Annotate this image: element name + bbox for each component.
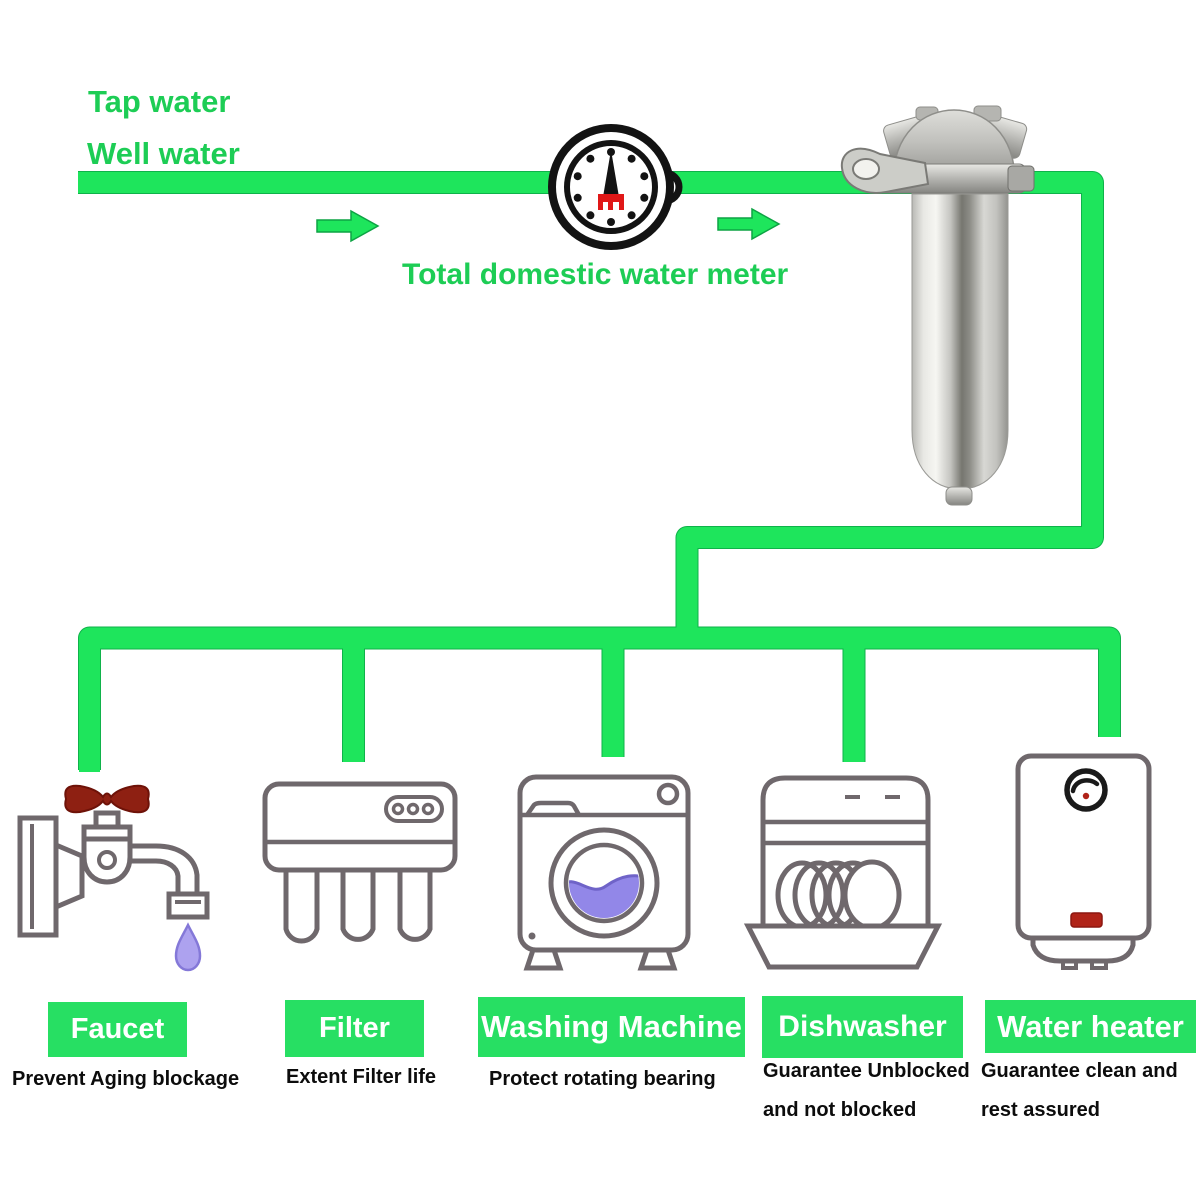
label-button-dishwasher: Dishwasher — [762, 996, 963, 1058]
water-purifier-icon — [262, 781, 458, 944]
meter-needle — [603, 150, 619, 197]
washer-detergent-drawer — [525, 800, 581, 817]
faucet-wall-plate — [17, 815, 59, 938]
label-button-filter: Filter — [285, 1000, 424, 1057]
purifier-led-3 — [421, 802, 435, 816]
label-button-washing-machine: Washing Machine — [478, 997, 745, 1057]
faucet-handle — [64, 784, 150, 814]
pipe-manifold-outline — [78, 626, 1121, 770]
dishwasher-icon — [743, 775, 943, 970]
heater-indicator-lamp — [1070, 912, 1103, 928]
purifier-led-2 — [406, 802, 420, 816]
faucet-spout — [127, 843, 200, 897]
housing-body — [911, 193, 1009, 490]
description-filter: Extent Filter life — [286, 1066, 437, 1088]
pipe-manifold — [79, 627, 1120, 772]
description-dish-line2: and not blocked — [763, 1099, 917, 1121]
meter-label: Total domestic water meter — [402, 258, 789, 291]
description-dish-line1: Guarantee Unblocked — [763, 1060, 970, 1082]
washer-knob — [656, 782, 680, 806]
label-button-faucet: Faucet — [48, 1002, 187, 1057]
water-drop-icon — [174, 922, 202, 972]
flow-arrow-icon-left — [316, 209, 380, 243]
dishwasher-basin — [743, 923, 943, 970]
washer-foot-right — [637, 949, 678, 971]
heater-bottom-bowl — [1030, 936, 1136, 964]
label-button-water-heater: Water heater — [985, 1000, 1196, 1053]
water-meter-dial-icon — [548, 124, 683, 250]
stainless-filter-housing-photo — [840, 105, 1035, 506]
description-washer: Protect rotating bearing — [489, 1068, 716, 1090]
purifier-cartridge-2 — [340, 868, 376, 942]
heater-dial-dot — [1082, 792, 1090, 800]
faucet-outlet — [166, 891, 210, 920]
washer-foot-left — [523, 949, 564, 971]
washer-dot — [528, 932, 536, 940]
flow-arrow-icon-right — [717, 207, 781, 241]
purifier-cartridge-3 — [397, 868, 433, 942]
meter-tick-dots — [573, 148, 649, 226]
housing-bottom-nipple — [945, 486, 973, 506]
heater-body — [1015, 753, 1152, 941]
purifier-cartridge-1 — [283, 868, 320, 944]
source-label-tap-water: Tap water — [88, 84, 231, 119]
meter-red-display — [598, 194, 624, 210]
housing-handle-hole — [852, 158, 880, 180]
faucet-icon — [17, 784, 210, 972]
pipe-main — [78, 172, 1103, 640]
heater-dial-arc — [1070, 778, 1100, 794]
housing-clamp-bolt — [1007, 165, 1035, 192]
purifier-led-1 — [391, 802, 405, 816]
faucet-connector — [53, 841, 85, 911]
source-label-well-water: Well water — [87, 136, 240, 171]
pipe-network — [78, 171, 1121, 772]
washing-machine-icon — [517, 774, 691, 971]
faucet-body-screw — [97, 850, 117, 870]
description-heater-line1: Guarantee clean and — [981, 1060, 1178, 1082]
description-faucet: Prevent Aging blockage — [12, 1068, 240, 1090]
water-heater-icon — [1015, 753, 1152, 970]
description-heater-line2: rest assured — [981, 1099, 1100, 1121]
